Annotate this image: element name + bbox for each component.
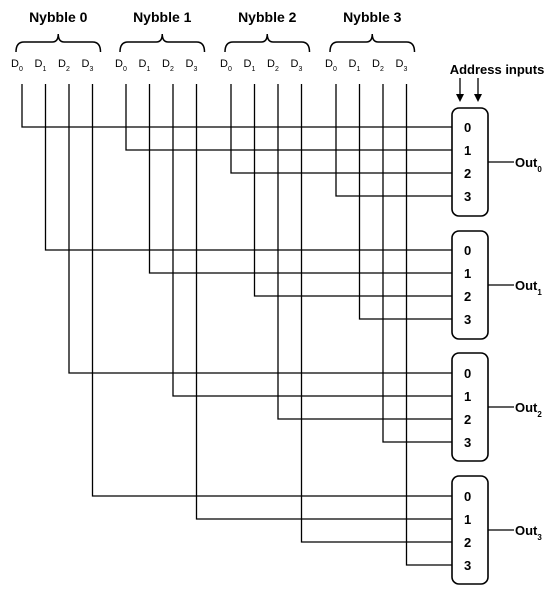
nybble-2-bit-d0-label: D0	[220, 58, 232, 73]
nybble-1-bit-d3-label: D3	[186, 58, 198, 73]
nybble-1-bit-d2-label: D2	[162, 58, 174, 73]
wire-nybble0-d1	[44, 84, 452, 251]
nybble-1-title: Nybble 1	[133, 9, 192, 25]
mux-1-input-0-label: 0	[464, 243, 471, 258]
mux-1-output-label: Out1	[515, 278, 542, 297]
nybble-2-brace	[224, 33, 311, 53]
nybble-3-bit-d1-label: D1	[349, 58, 361, 73]
nybble-3-bit-d3-label: D3	[396, 58, 408, 73]
mux-2-input-2-label: 2	[464, 412, 471, 427]
mux-2-input-1-label: 1	[464, 389, 471, 404]
mux-0-output-label: Out0	[515, 155, 542, 174]
wire-nybble2-d1	[253, 84, 452, 297]
mux-3-output-label: Out3	[515, 523, 542, 542]
wire-nybble1-d2	[172, 84, 452, 397]
nybble-1-brace	[119, 33, 206, 53]
mux-1-input-3-label: 3	[464, 312, 471, 327]
mux-0-input-0-label: 0	[464, 120, 471, 135]
wire-nybble2-d2	[277, 84, 452, 420]
wire-nybble0-d0	[21, 84, 452, 128]
nybble-3-brace	[329, 33, 416, 53]
wire-nybble3-d0	[335, 84, 452, 197]
mux-0-input-1-label: 1	[464, 143, 471, 158]
nybble-2-bit-d1-label: D1	[244, 58, 256, 73]
mux-3-input-0-label: 0	[464, 489, 471, 504]
nybble-3-title: Nybble 3	[343, 9, 402, 25]
nybble-0-bit-d1-label: D1	[35, 58, 47, 73]
labels: Nybble 0 D0 D1 D2 D3 Nybble 1 D0 D1 D2 D3 Nybble 2…	[11, 9, 545, 102]
nybble-3-bit-d2-label: D2	[372, 58, 384, 73]
mux-2-input-0-label: 0	[464, 366, 471, 381]
wire-nybble0-d2	[68, 84, 452, 374]
nybble-2-title: Nybble 2	[238, 9, 297, 25]
mux-3-input-2-label: 2	[464, 535, 471, 550]
wire-nybble1-d3	[195, 84, 452, 520]
wire-nybble2-d0	[230, 84, 452, 174]
nybble-0-bit-d0-label: D0	[11, 58, 23, 73]
nybble-1-bit-d0-label: D0	[115, 58, 127, 73]
address-inputs-label: Address inputs	[450, 62, 545, 77]
wires	[21, 84, 452, 566]
wire-nybble2-d3	[300, 84, 452, 543]
wire-nybble3-d3	[405, 84, 452, 566]
nybble-2-bit-d3-label: D3	[291, 58, 303, 73]
wire-nybble1-d1	[148, 84, 452, 274]
mux-3-input-1-label: 1	[464, 512, 471, 527]
mux-2-input-3-label: 3	[464, 435, 471, 450]
nybble-0-bit-d2-label: D2	[58, 58, 70, 73]
nybble-0-title: Nybble 0	[29, 9, 88, 25]
mux-2-output-label: Out2	[515, 400, 542, 419]
nybble-braces	[15, 33, 416, 53]
mux-0-input-3-label: 3	[464, 189, 471, 204]
nybble-1-bit-d1-label: D1	[139, 58, 151, 73]
mux-1-input-2-label: 2	[464, 289, 471, 304]
mux-0-input-2-label: 2	[464, 166, 471, 181]
mux-3-input-3-label: 3	[464, 558, 471, 573]
nybble-3-bit-d0-label: D0	[325, 58, 337, 73]
wire-nybble3-d1	[358, 84, 452, 320]
wire-nybble1-d0	[125, 84, 452, 151]
nybble-2-bit-d2-label: D2	[267, 58, 279, 73]
nybble-0-brace	[15, 33, 102, 53]
wire-nybble0-d3	[91, 84, 452, 497]
nybble-0-bit-d3-label: D3	[82, 58, 94, 73]
wire-nybble3-d2	[382, 84, 452, 443]
mux-1-input-1-label: 1	[464, 266, 471, 281]
